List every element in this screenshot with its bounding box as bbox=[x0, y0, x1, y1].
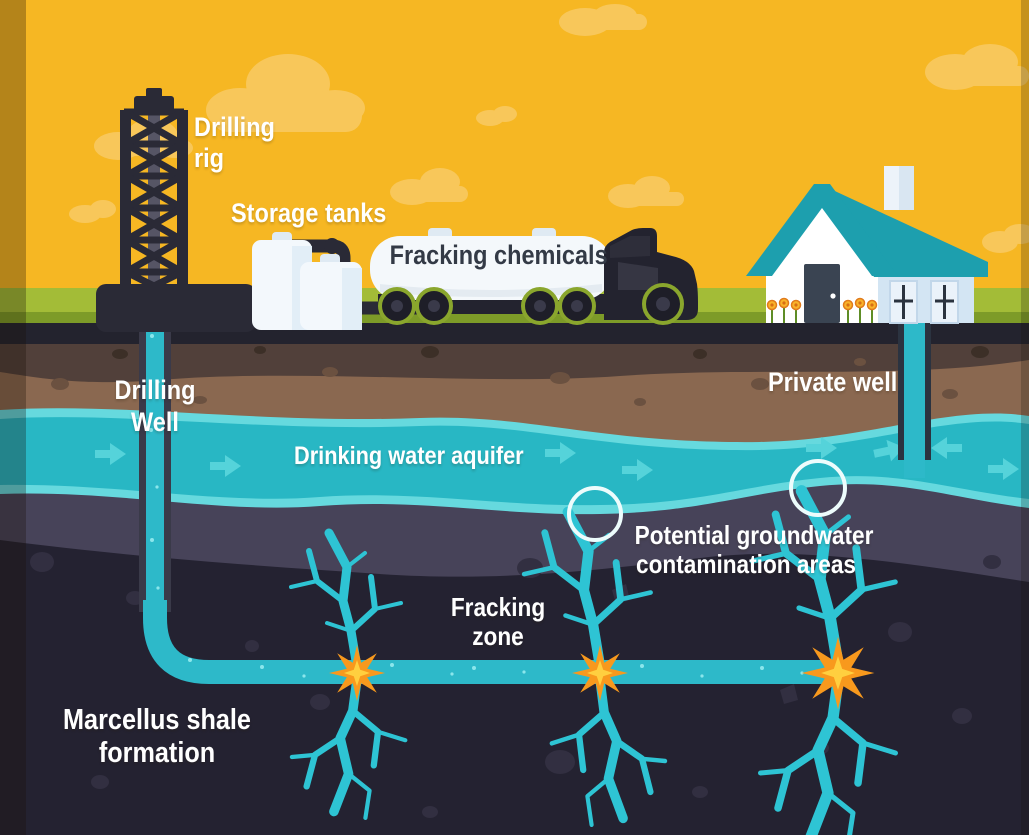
cloud-icon bbox=[608, 176, 684, 208]
contamination-label: Potential groundwater contamination area… bbox=[634, 520, 874, 579]
aquifer-label: Drinking water aquifer bbox=[294, 442, 524, 470]
drilling-well-label: Drilling Well bbox=[114, 375, 196, 437]
aquifer-water bbox=[0, 417, 1029, 506]
flowers-icon bbox=[766, 297, 878, 323]
drilling-rig-label: Drilling rig bbox=[194, 112, 275, 173]
marcellus-label: Marcellus shale formation bbox=[63, 704, 251, 769]
chemical-truck-illustration bbox=[370, 228, 698, 325]
cloud-icon bbox=[69, 200, 116, 223]
drilling-well-pipe bbox=[139, 288, 833, 684]
storage-tanks-label: Storage tanks bbox=[231, 198, 387, 228]
cloud-icon bbox=[982, 224, 1029, 253]
storage-tanks-illustration bbox=[252, 232, 362, 330]
cloud-icon bbox=[390, 168, 468, 205]
cloud-icon bbox=[206, 54, 365, 132]
contamination-circle-icon bbox=[567, 459, 847, 542]
fracking-zone-label: Fracking zone bbox=[450, 592, 546, 651]
cloud-icon bbox=[559, 4, 647, 36]
private-well-label: Private well bbox=[768, 367, 898, 397]
clouds bbox=[69, 4, 1029, 253]
fracking-chemicals-label: Fracking chemicals bbox=[389, 240, 608, 270]
house-illustration bbox=[746, 166, 988, 324]
cloud-icon bbox=[476, 106, 517, 126]
private-well-pipe bbox=[898, 322, 931, 478]
cloud-icon bbox=[925, 44, 1029, 90]
